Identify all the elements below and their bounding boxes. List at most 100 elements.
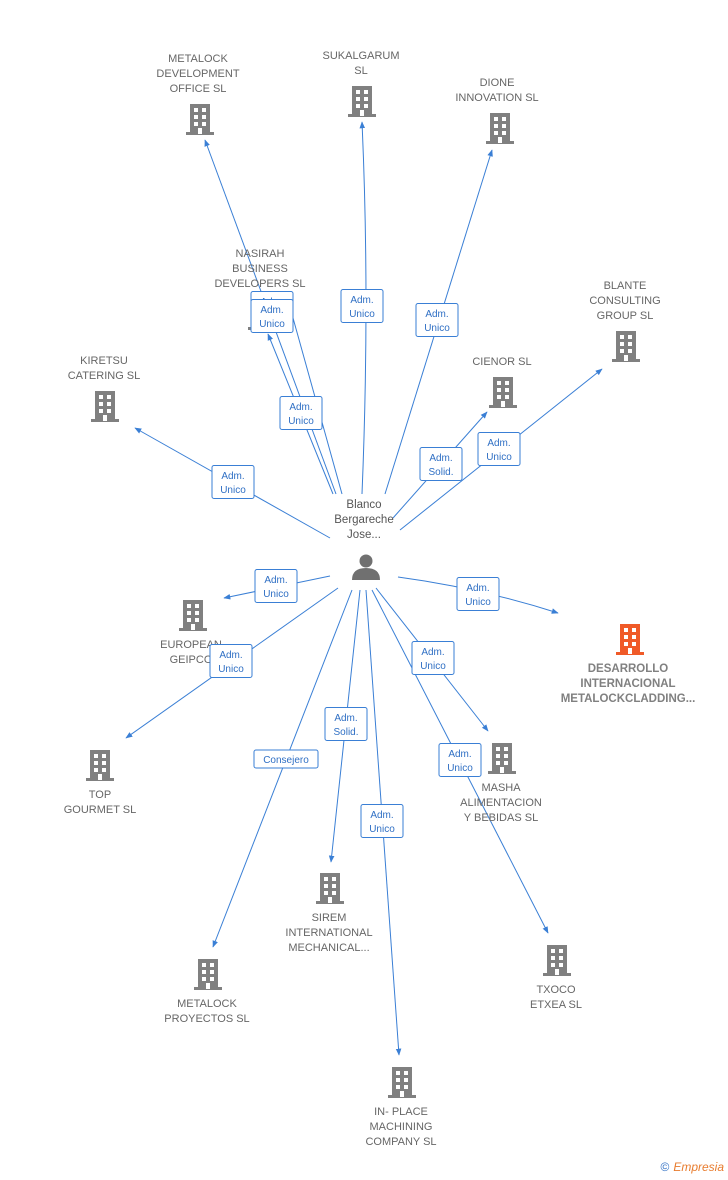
company-name-line: MASHA — [481, 782, 521, 794]
edge-label-text: Unico — [420, 661, 446, 672]
company-node-masha[interactable]: MASHA ALIMENTACION Y BEBIDAS SL — [460, 743, 542, 824]
company-name-line: Y BEBIDAS SL — [464, 812, 538, 824]
building-icon — [91, 391, 119, 422]
footer-brand[interactable]: ©Empresia — [660, 1160, 724, 1174]
edge-label-box — [456, 577, 500, 611]
company-node-blante[interactable]: BLANTE CONSULTING GROUP SL — [589, 280, 661, 362]
edge-label-box — [253, 749, 319, 769]
edge-label-box — [324, 707, 368, 741]
company-node-sirem[interactable]: SIREMINTERNATIONALMECHANICAL... — [285, 873, 373, 954]
building-icon — [486, 113, 514, 144]
company-name-line: TXOCO — [536, 984, 576, 996]
edge-label-text: Unico — [220, 485, 246, 496]
edge-label-text: Adm. — [448, 749, 471, 760]
edge-label-in-place[interactable]: Adm. Unico — [360, 804, 404, 838]
company-node-desarrollo[interactable]: DESARROLLOINTERNACIONALMETALOCKCLADDING.… — [561, 624, 696, 705]
edge-label-text: Solid. — [333, 727, 358, 738]
building-icon — [316, 873, 344, 904]
company-name-line: SUKALGARUM — [322, 50, 399, 62]
edge-label-top-gourmet[interactable]: Adm.Unico — [209, 644, 253, 678]
edge-label-text: Adm. — [370, 810, 393, 821]
building-icon — [543, 945, 571, 976]
edge-label-metalock-proyectos[interactable]: Consejero — [253, 749, 319, 769]
company-name-line: GROUP SL — [597, 310, 654, 322]
edge-label-european[interactable]: Adm.Unico — [254, 569, 298, 603]
company-name-line: DEVELOPERS SL — [214, 278, 305, 290]
edge-label-text: Adm. — [264, 575, 287, 586]
edge-label-blante[interactable]: Adm.Unico — [477, 432, 521, 466]
company-name-line: CIENOR SL — [472, 356, 531, 368]
edge-label-text: Unico — [424, 323, 450, 334]
building-icon — [348, 86, 376, 117]
company-name-line: BLANTE — [604, 280, 647, 292]
edge-label-cienor[interactable]: Adm.Solid. — [419, 447, 463, 481]
edge-label-text: Adm. — [289, 402, 312, 413]
company-node-metalock-proyectos[interactable]: METALOCK PROYECTOS SL — [164, 959, 250, 1025]
company-node-nasirah[interactable]: NASIRAH BUSINESS DEVELOPERS SL — [214, 248, 306, 330]
edge-label-text: Adm. — [219, 650, 242, 661]
copyright-icon: © — [660, 1160, 670, 1174]
building-icon — [194, 959, 222, 990]
company-name-line: NASIRAH — [236, 248, 285, 260]
company-node-txoco[interactable]: TXOCO ETXEA SL — [530, 945, 582, 1011]
edge-label-box — [254, 569, 298, 603]
company-name-line: CONSULTING — [589, 295, 660, 307]
company-name-line: INTERNATIONAL — [285, 927, 372, 939]
person-name-line: Blanco — [346, 499, 381, 511]
company-name-line: GOURMET SL — [64, 804, 137, 816]
edge-label-dione[interactable]: Adm.Unico — [415, 303, 459, 337]
edge-label-nasirah[interactable]: Adm. Unico — [279, 396, 323, 430]
edge-label-sukalgarum[interactable]: Adm. Unico — [340, 289, 384, 323]
edge-label-text: Adm. — [429, 453, 452, 464]
edge-label-text: Unico — [465, 597, 491, 608]
edge-label-text: Adm. — [334, 713, 357, 724]
company-name-line: ETXEA SL — [530, 999, 582, 1011]
company-name-line: MECHANICAL... — [288, 942, 369, 954]
edge-label-masha[interactable]: Adm.Unico — [411, 641, 455, 675]
edge-label-text: Unico — [349, 309, 375, 320]
edge-label-text: Unico — [259, 319, 285, 330]
company-name-line: METALOCK — [177, 998, 237, 1010]
company-name-line: CATERING SL — [68, 370, 141, 382]
company-name-line: IN- PLACE — [374, 1106, 428, 1118]
edge-label-text: Adm. — [260, 305, 283, 316]
company-name-line: ALIMENTACION — [460, 797, 542, 809]
edge-label-box — [250, 299, 294, 333]
edge-label-box — [411, 641, 455, 675]
company-name-line: INNOVATION SL — [455, 92, 538, 104]
edge-label-box — [438, 743, 482, 777]
edge-label-text: Unico — [369, 824, 395, 835]
building-icon — [489, 377, 517, 408]
center-person[interactable]: BlancoBergarecheJose... — [334, 499, 394, 580]
edge-label-kiretsu[interactable]: Adm.Unico — [211, 465, 255, 499]
edges-layer — [125, 121, 603, 1056]
edge-label-box — [477, 432, 521, 466]
company-name-line: INTERNACIONAL — [580, 678, 675, 690]
edge-label-txoco[interactable]: Adm.Unico — [438, 743, 482, 777]
company-node-top-gourmet[interactable]: TOP GOURMET SL — [64, 750, 137, 816]
edge-label-sirem[interactable]: Adm. Solid. — [324, 707, 368, 741]
company-name-line: EUROPEAN — [160, 639, 222, 651]
edge-label-text: Adm. — [350, 295, 373, 306]
edge-label-box — [360, 804, 404, 838]
company-node-cienor[interactable]: CIENOR SL — [472, 356, 532, 408]
edge-label-nasirah[interactable]: Adm. Unico — [250, 299, 294, 333]
edge-label-desarrollo[interactable]: Adm.Unico — [456, 577, 500, 611]
edge-label-text: Unico — [486, 452, 512, 463]
edge-label-text: Consejero — [263, 755, 309, 766]
edge-label-box — [419, 447, 463, 481]
company-name-line: METALOCK — [168, 53, 228, 65]
company-name-line: BUSINESS — [232, 263, 288, 275]
edge-label-box — [211, 465, 255, 499]
edge-label-text: Unico — [288, 416, 314, 427]
company-name-line: PROYECTOS SL — [164, 1013, 249, 1025]
company-name-line: TOP — [89, 789, 111, 801]
